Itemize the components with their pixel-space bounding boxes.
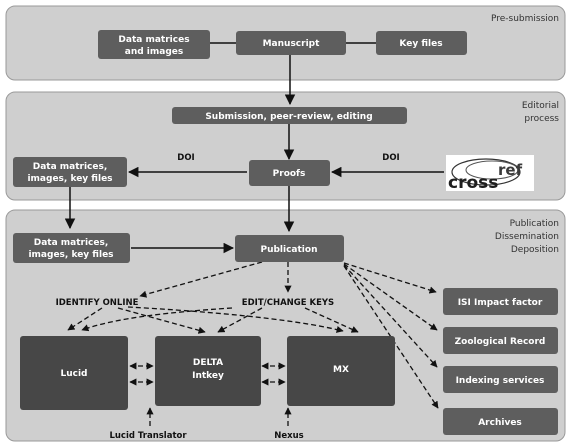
lucid-translator-label: Lucid Translator (109, 431, 187, 441)
publication-title-line1: Publication (510, 219, 559, 229)
svg-text:Zoological Record: Zoological Record (455, 337, 546, 347)
doi-left-label: DOI (177, 153, 194, 163)
editorial-title-line1: Editorial (522, 101, 559, 111)
arrow-edit-to-delta (217, 307, 263, 333)
data-key-files-publication-box: Data matrices, images, key files (13, 233, 130, 263)
edit-change-keys-label: EDIT/CHANGE KEYS (242, 298, 334, 308)
proofs-box: Proofs (249, 160, 330, 186)
editorial-title-line2: process (524, 114, 559, 124)
svg-text:DELTA: DELTA (193, 358, 223, 368)
indexing-services-box: Indexing services (443, 366, 558, 393)
submission-box: Submission, peer-review, editing (172, 107, 407, 124)
svg-text:Publication: Publication (260, 245, 317, 255)
svg-text:MX: MX (333, 365, 349, 375)
arrow-publication-to-identify (139, 261, 263, 298)
arrow-publication-to-zoological (343, 263, 438, 331)
svg-text:Archives: Archives (478, 418, 522, 428)
svg-text:ISI Impact factor: ISI Impact factor (458, 298, 543, 308)
svg-text:Manuscript: Manuscript (263, 39, 321, 49)
doi-right-label: DOI (382, 153, 399, 163)
crossref-logo-ref: ref (498, 161, 523, 179)
svg-text:and images: and images (125, 47, 184, 57)
isi-impact-factor-box: ISI Impact factor (443, 288, 558, 315)
arrow-publication-to-archives (343, 265, 439, 409)
publication-title-line2: Dissemination (495, 232, 559, 242)
mx-box: MX (287, 336, 395, 406)
zoological-record-box: Zoological Record (443, 327, 558, 354)
crossref-logo-cross: cross (448, 173, 498, 193)
editorial-section (5, 91, 566, 201)
crossref-logo: cross ref (446, 155, 534, 193)
delta-intkey-box: DELTA Intkey (155, 336, 261, 406)
svg-text:Submission, peer-review, editi: Submission, peer-review, editing (205, 112, 372, 122)
svg-text:Data matrices,: Data matrices, (34, 238, 109, 248)
arrow-identify-to-mx (127, 306, 344, 333)
arrow-edit-to-mx (304, 307, 359, 333)
publication-title-line3: Deposition (511, 245, 559, 255)
nexus-label: Nexus (274, 431, 303, 441)
lucid-box: Lucid (20, 336, 128, 410)
arrow-identify-to-lucid (67, 307, 103, 331)
pre-submission-title: Pre-submission (491, 14, 559, 24)
svg-text:Lucid: Lucid (60, 369, 87, 379)
data-key-files-editorial-box: Data matrices, images, key files (13, 157, 127, 187)
svg-text:Key files: Key files (399, 39, 442, 49)
arrow-edit-to-lucid (81, 307, 233, 332)
identify-online-label: IDENTIFY ONLINE (56, 298, 139, 308)
data-matrices-images-box: Data matrices and images (98, 30, 210, 59)
arrow-identify-to-delta (117, 307, 206, 334)
svg-text:Intkey: Intkey (192, 371, 224, 381)
svg-text:Data matrices: Data matrices (118, 35, 189, 45)
svg-text:Indexing services: Indexing services (456, 376, 545, 386)
arrow-publication-to-isi (343, 262, 437, 294)
arrow-publication-to-indexing (343, 264, 438, 368)
key-files-box: Key files (376, 31, 467, 55)
svg-text:Data matrices,: Data matrices, (33, 162, 108, 172)
svg-text:images, key files: images, key files (27, 174, 112, 184)
svg-text:Proofs: Proofs (273, 169, 306, 179)
publication-box: Publication (235, 235, 344, 262)
svg-text:images, key files: images, key files (28, 250, 113, 260)
manuscript-box: Manuscript (236, 31, 346, 55)
archives-box: Archives (443, 408, 558, 435)
